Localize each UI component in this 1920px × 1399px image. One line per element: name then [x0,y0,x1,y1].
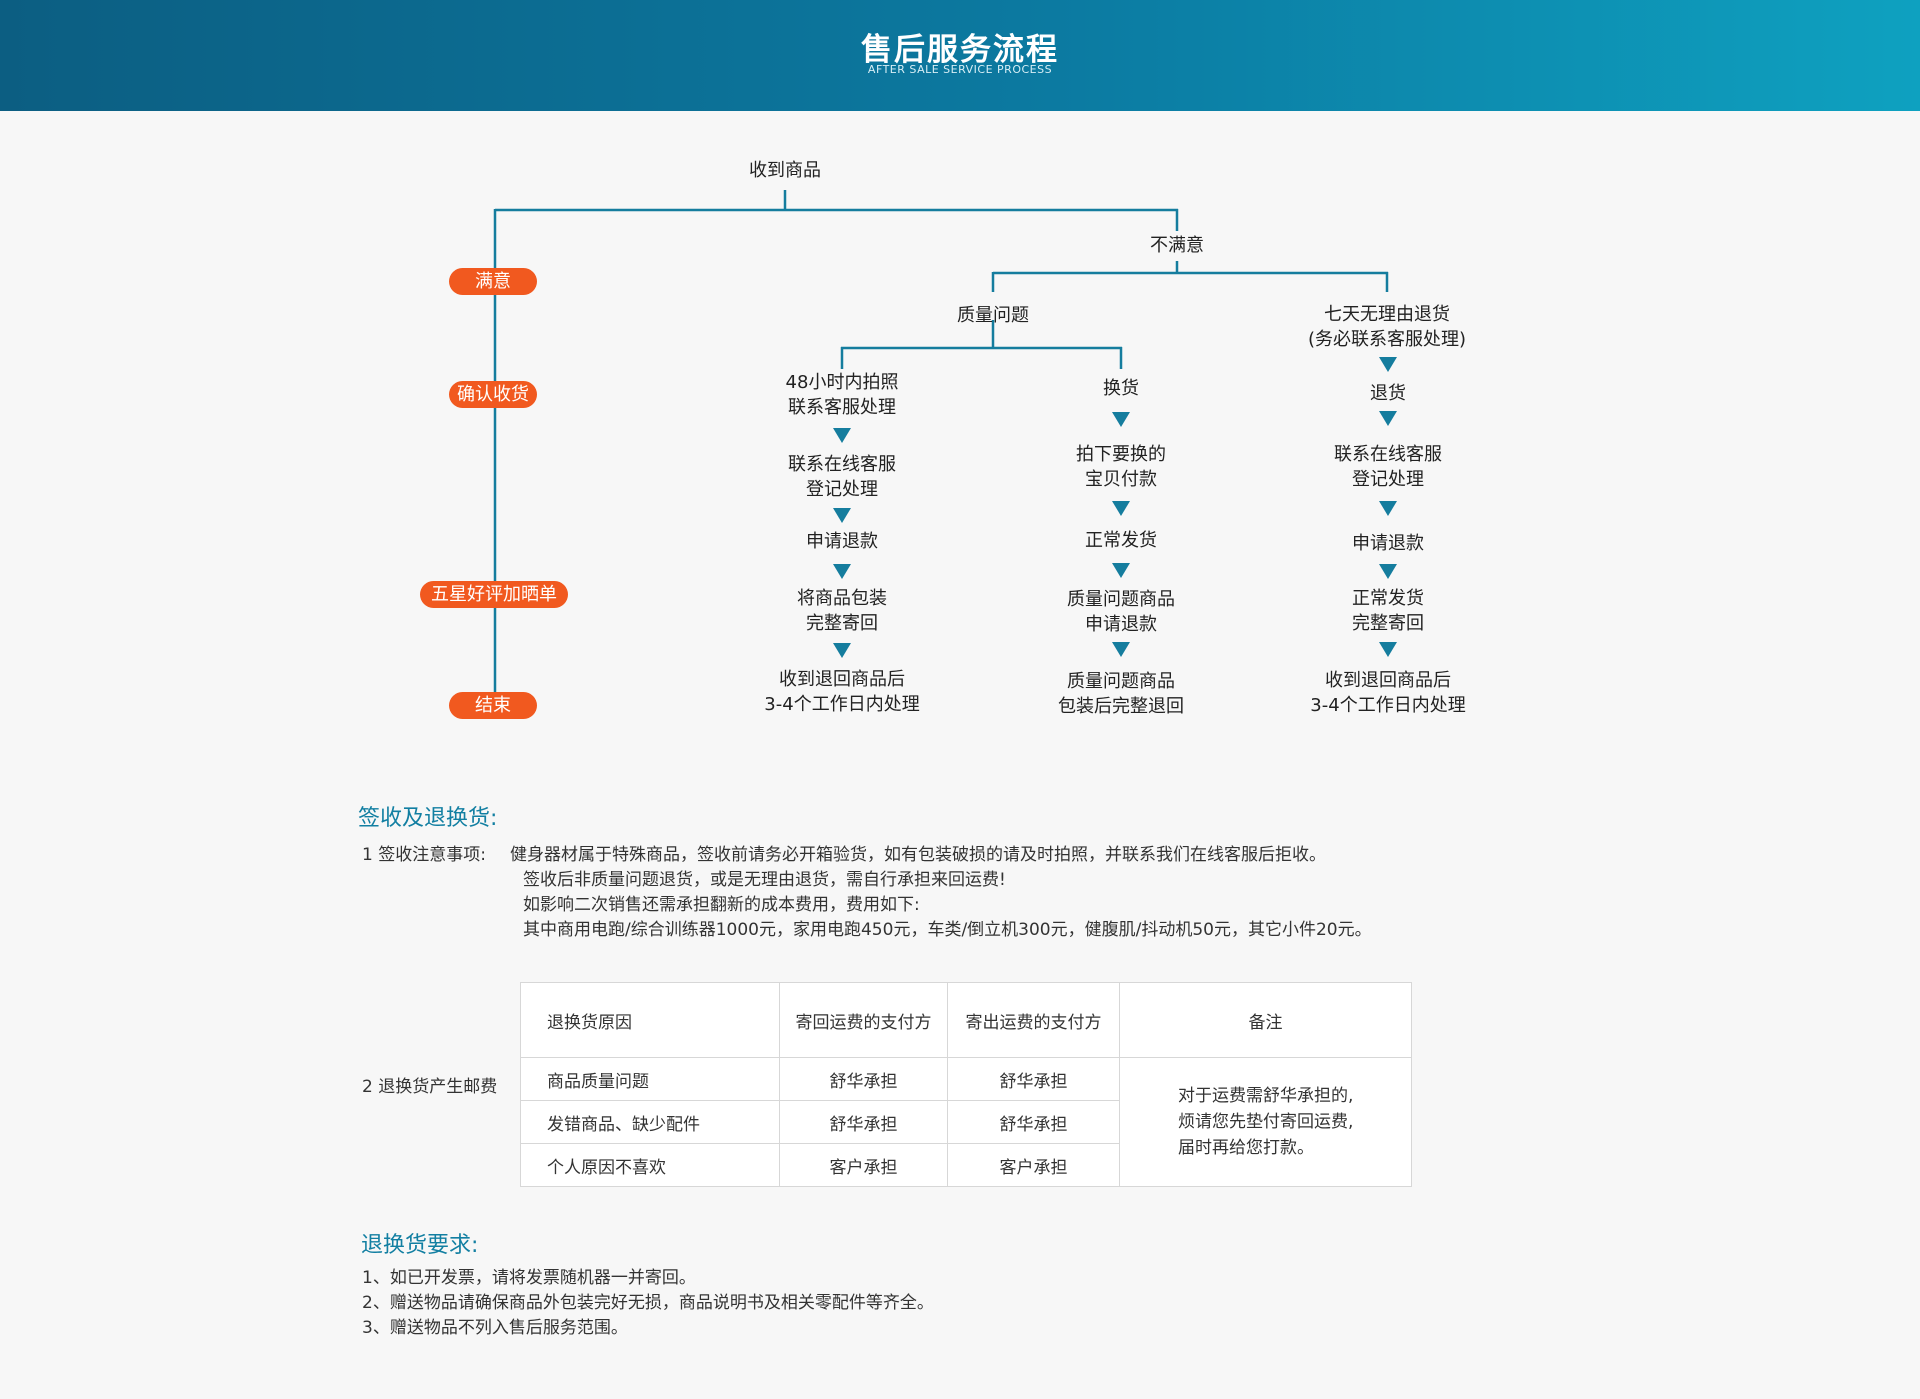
fee-table: 退换货原因 寄回运费的支付方 寄出运费的支付方 备注 商品质量问题 舒华承担 舒… [520,982,1412,1187]
exchange-step-3: 正常发货 [1085,530,1157,551]
step-satisfied: 满意 [449,268,537,295]
table-cell: 商品质量问题 [520,1057,780,1101]
step-five-star-review: 五星好评加晒单 [420,581,568,608]
table-header-row: 退换货原因 寄回运费的支付方 寄出运费的支付方 备注 [520,982,1412,1058]
table-cell: 客户承担 [947,1143,1120,1187]
node-quality-issue: 质量问题 [957,305,1029,326]
table-cell: 舒华承担 [779,1100,948,1144]
table-header-cell: 备注 [1119,982,1412,1058]
return-step-2: 联系在线客服登记处理 [1334,444,1442,490]
sign-item1-line-4: 其中商用电跑/综合训练器1000元，家用电跑450元，车类/倒立机300元，健腹… [523,920,1372,940]
table-header-cell: 寄回运费的支付方 [779,982,948,1058]
refund-step-1: 48小时内拍照联系客服处理 [785,372,899,418]
table-row: 发错商品、缺少配件 舒华承担 舒华承担 [520,1100,1412,1144]
table-cell: 舒华承担 [947,1100,1120,1144]
node-start: 收到商品 [749,160,821,181]
sign-item1-line-1: 健身器材属于特殊商品，签收前请务必开箱验货，如有包装破损的请及时拍照，并联系我们… [510,845,1326,865]
table-cell: 发错商品、缺少配件 [520,1100,780,1144]
table-header-cell: 退换货原因 [520,982,780,1058]
flowchart-connectors [493,190,1397,695]
table-cell: 客户承担 [779,1143,948,1187]
sign-item2-label: 2 退换货产生邮费 [362,1077,498,1097]
sign-item1-label: 1 签收注意事项: [362,845,486,865]
page-subtitle: AFTER SALE SERVICE PROCESS [867,63,1053,76]
table-row: 个人原因不喜欢 客户承担 客户承担 [520,1143,1412,1187]
table-cell: 舒华承担 [947,1057,1120,1101]
page-title: 售后服务流程 [861,32,1059,68]
refund-step-4: 将商品包装完整寄回 [797,588,887,634]
node-unsatisfied: 不满意 [1150,235,1204,256]
refund-step-3: 申请退款 [806,531,878,552]
table-note-cell: 对于运费需舒华承担的, 烦请您先垫付寄回运费, 届时再给您打款。 [1119,1057,1412,1187]
requirement-item-3: 3、赠送物品不列入售后服务范围。 [362,1318,628,1338]
return-step-4: 正常发货完整寄回 [1352,588,1424,634]
node-seven-day-return: 七天无理由退货 (务必联系客服处理) [1307,304,1467,350]
sign-item1-line-3: 如影响二次销售还需承担翻新的成本费用，费用如下: [523,895,920,915]
refund-step-2: 联系在线客服登记处理 [788,454,896,500]
table-header-cell: 寄出运费的支付方 [947,982,1120,1058]
sign-item1-line-2: 签收后非质量问题退货，或是无理由退货，需自行承担来回运费! [523,870,1006,890]
requirement-item-1: 1、如已开发票，请将发票随机器一并寄回。 [362,1268,696,1288]
table-cell: 舒华承担 [779,1057,948,1101]
return-step-1: 退货 [1370,383,1406,404]
exchange-step-2: 拍下要换的宝贝付款 [1076,444,1166,490]
step-end: 结束 [449,692,537,719]
exchange-step-4: 质量问题商品申请退款 [1067,589,1175,635]
table-row: 商品质量问题 舒华承担 舒华承担 对于运费需舒华承担的, 烦请您先垫付寄回运费,… [520,1057,1412,1187]
step-confirm-receipt: 确认收货 [449,381,537,408]
section-title-sign: 签收及退换货: [358,806,498,831]
table-cell: 个人原因不喜欢 [520,1143,780,1187]
header-banner: 售后服务流程 AFTER SALE SERVICE PROCESS [0,0,1920,111]
exchange-step-5: 质量问题商品包装后完整退回 [1058,671,1184,717]
exchange-step-1: 换货 [1103,378,1139,399]
section-title-requirements: 退换货要求: [361,1233,479,1258]
return-step-3: 申请退款 [1352,533,1424,554]
requirement-item-2: 2、赠送物品请确保商品外包装完好无损，商品说明书及相关零配件等齐全。 [362,1293,934,1313]
